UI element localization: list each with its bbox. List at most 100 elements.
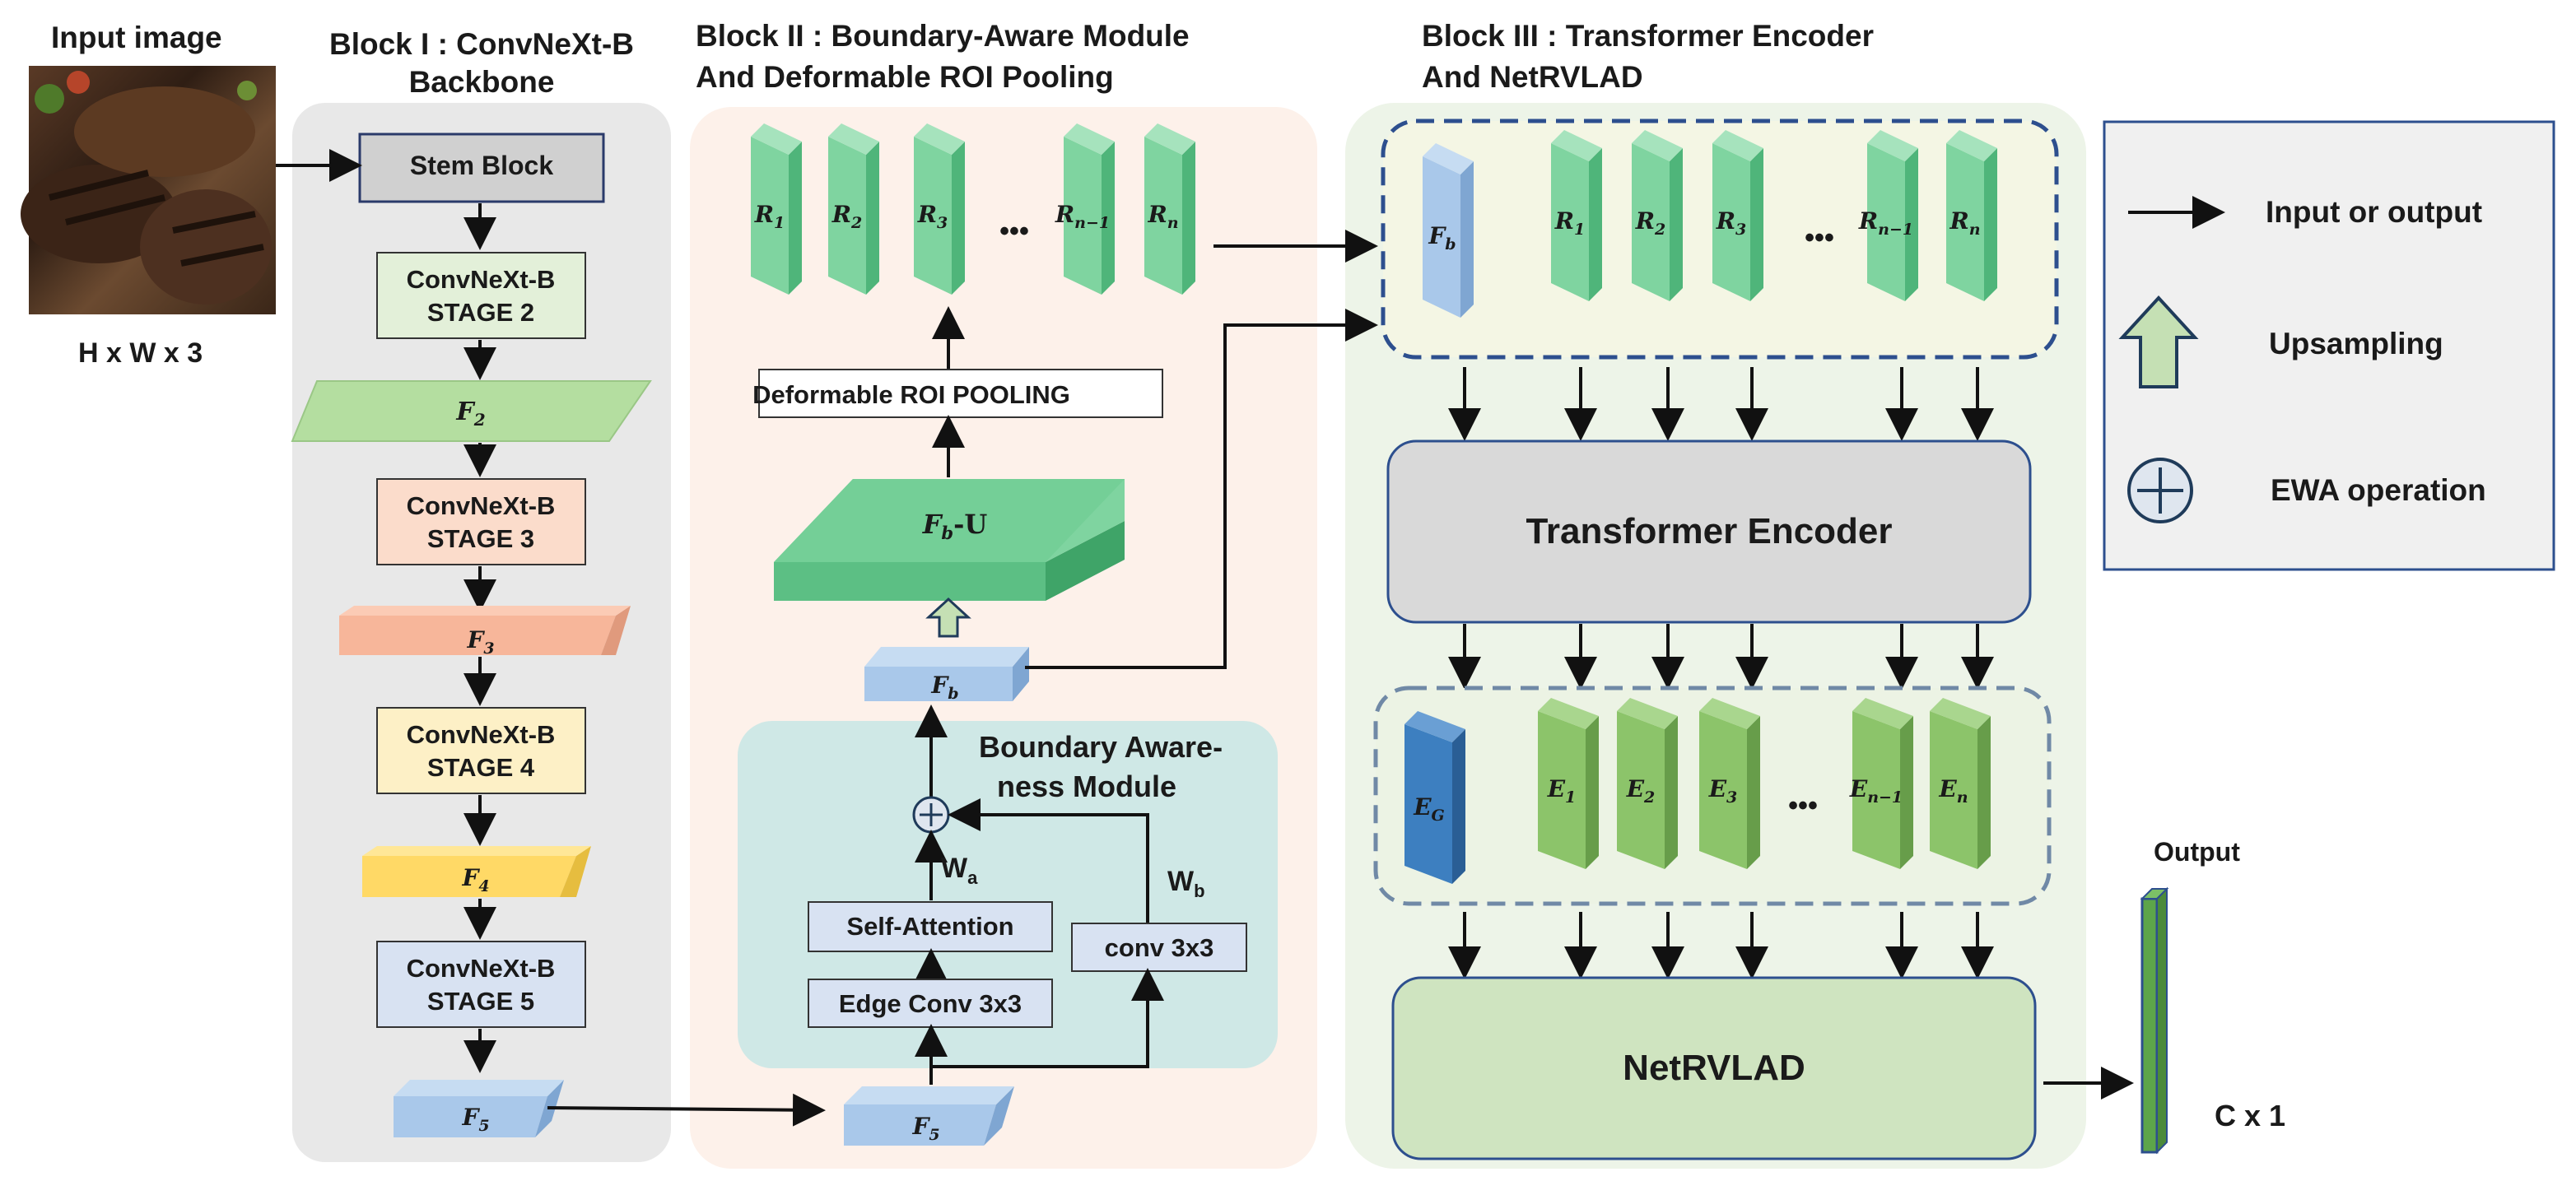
wa-label: Wa <box>941 853 978 888</box>
legend-arrow-label: Input or output <box>2266 195 2482 229</box>
output-vector <box>2140 886 2169 1155</box>
block3-region-r3-label: R3 <box>1716 207 1747 239</box>
block2-region-rn: Rn <box>1144 123 1195 295</box>
netrvlad-box: NetRVLAD <box>1391 976 2037 1160</box>
ewa-circle <box>912 796 950 834</box>
eg-label: EG <box>1413 793 1445 825</box>
eg-map: EG <box>1404 711 1465 884</box>
roi-pooling-label: Deformable ROI POOLING <box>752 380 1070 409</box>
stage2-box: ConvNeXt-B STAGE 2 <box>376 252 586 339</box>
embed-e2-label: E2 <box>1626 775 1656 807</box>
wb-label: Wb <box>1167 866 1205 901</box>
block3-region-r2: R2 <box>1632 130 1683 301</box>
fbu-slab: Fb-U <box>774 479 1125 601</box>
bam-title-line1: Boundary Aware- <box>979 730 1223 764</box>
fb-map-block3: Fb <box>1423 143 1474 318</box>
block3-embeddings: E1 E2 E3 En−1 En <box>1538 698 1991 869</box>
f5-slab-block2: F5 <box>844 1086 1014 1146</box>
block3-title-line2: And NetRVLAD <box>1422 60 1643 94</box>
fb-slab-block2: Fb <box>864 647 1029 703</box>
transformer-encoder-label: Transformer Encoder <box>1526 511 1892 551</box>
stage4-box: ConvNeXt-B STAGE 4 <box>376 707 586 794</box>
stem-block-label: Stem Block <box>410 151 553 180</box>
stage3-line1: ConvNeXt-B <box>407 491 556 520</box>
block2-title-line1: Block II : Boundary-Aware Module <box>696 19 1190 53</box>
embed-e1-label: E1 <box>1547 775 1577 807</box>
arrow-fb-to-block3 <box>1025 309 1378 669</box>
embed-e3-label: E3 <box>1708 775 1738 807</box>
conv3x3-label: conv 3x3 <box>1105 933 1214 962</box>
transformer-encoder-box: Transformer Encoder <box>1386 439 2032 624</box>
block3-region-r1-label: R1 <box>1554 207 1586 239</box>
input-dims: H x W x 3 <box>78 337 203 369</box>
legend-upsampling-icon <box>2118 295 2199 388</box>
self-attention-label: Self-Attention <box>846 912 1013 941</box>
block3-region-rn: Rn <box>1946 130 1997 301</box>
block3-title-line1: Block III : Transformer Encoder <box>1422 19 1874 53</box>
block2-region-maps: R1 R2 R3 Rn−1 Rn <box>751 123 1195 295</box>
legend-ewa-icon <box>2127 458 2193 523</box>
stage4-line2: STAGE 4 <box>427 753 535 782</box>
block1-title-line2: Backbone <box>409 65 555 99</box>
fb-label-block3: Fb <box>1428 222 1456 253</box>
block2-region-r3: R3 <box>914 123 965 295</box>
block2-region-r1: R1 <box>751 123 802 295</box>
f5-slab-block1: F5 <box>394 1080 564 1137</box>
block2-region-rn-1-label: Rn−1 <box>1055 201 1110 232</box>
block2-region-r1-label: R1 <box>754 201 785 232</box>
f4-label: F4 <box>461 864 489 895</box>
netrvlad-label: NetRVLAD <box>1623 1048 1805 1088</box>
legend-upsampling-label: Upsampling <box>2269 327 2443 360</box>
block2-region-rn-1: Rn−1 <box>1055 123 1115 295</box>
arrow-conv-to-ewa <box>948 798 1149 933</box>
f3-slab: F3 <box>339 606 631 658</box>
block2-region-r3-label: R3 <box>917 201 948 232</box>
output-dims: C x 1 <box>2215 1099 2285 1132</box>
block3-region-ellipsis: ••• <box>1805 222 1834 253</box>
block3-embed-ellipsis: ••• <box>1788 790 1818 821</box>
upsampling-arrow-block2 <box>925 597 971 638</box>
block3-region-rn-1-label: Rn−1 <box>1858 207 1913 239</box>
block2-region-r2: R2 <box>828 123 879 295</box>
edge-conv-label: Edge Conv 3x3 <box>839 989 1022 1018</box>
stage2-line1: ConvNeXt-B <box>407 265 556 294</box>
embed-en-1-label: En−1 <box>1849 775 1903 807</box>
stage3-line2: STAGE 3 <box>427 524 534 553</box>
block3-region-rn-label: Rn <box>1949 207 1980 239</box>
arrow-f5-to-block2 <box>547 1093 826 1127</box>
f4-slab: F4 <box>362 846 591 897</box>
block3-region-r2-label: R2 <box>1635 207 1666 239</box>
embed-en-1: En−1 <box>1849 698 1913 869</box>
block3-region-maps: R1 R2 R3 Rn−1 Rn <box>1551 130 1997 301</box>
stage5-line1: ConvNeXt-B <box>407 954 556 983</box>
f2-label: F2 <box>455 398 485 430</box>
embed-e3: E3 <box>1699 698 1760 869</box>
block3-arrows-to-transformer <box>1448 367 1994 441</box>
f3-label: F3 <box>466 626 494 658</box>
f5-label-block2: F5 <box>911 1113 939 1144</box>
block2-region-r2-label: R2 <box>831 201 863 232</box>
embed-e2: E2 <box>1617 698 1678 869</box>
input-title: Input image <box>51 21 222 54</box>
block3-region-rn-1: Rn−1 <box>1858 130 1918 301</box>
stage5-box: ConvNeXt-B STAGE 5 <box>376 941 586 1028</box>
stem-block: Stem Block <box>358 133 605 203</box>
conv3x3-box: conv 3x3 <box>1071 923 1247 972</box>
block3-region-r1: R1 <box>1551 130 1602 301</box>
edge-conv-box: Edge Conv 3x3 <box>808 979 1053 1028</box>
fbu-label: Fb-U <box>922 509 988 543</box>
stage4-line1: ConvNeXt-B <box>407 720 556 749</box>
f5-label-block1: F5 <box>461 1104 489 1135</box>
block2-region-rn-label: Rn <box>1147 201 1178 232</box>
block3-arrows-to-embeddings <box>1448 624 1994 690</box>
stage2-line2: STAGE 2 <box>427 298 534 327</box>
embed-e1: E1 <box>1538 698 1599 869</box>
embed-en-label: En <box>1938 775 1968 807</box>
output-title: Output <box>2154 837 2240 867</box>
block3-region-r3: R3 <box>1712 130 1763 301</box>
stage5-line2: STAGE 5 <box>427 987 534 1016</box>
arrow-f5-to-conv <box>931 968 1164 1068</box>
block3-arrows-to-netrvlad <box>1448 912 1994 979</box>
block2-title-line2: And Deformable ROI Pooling <box>696 60 1114 94</box>
